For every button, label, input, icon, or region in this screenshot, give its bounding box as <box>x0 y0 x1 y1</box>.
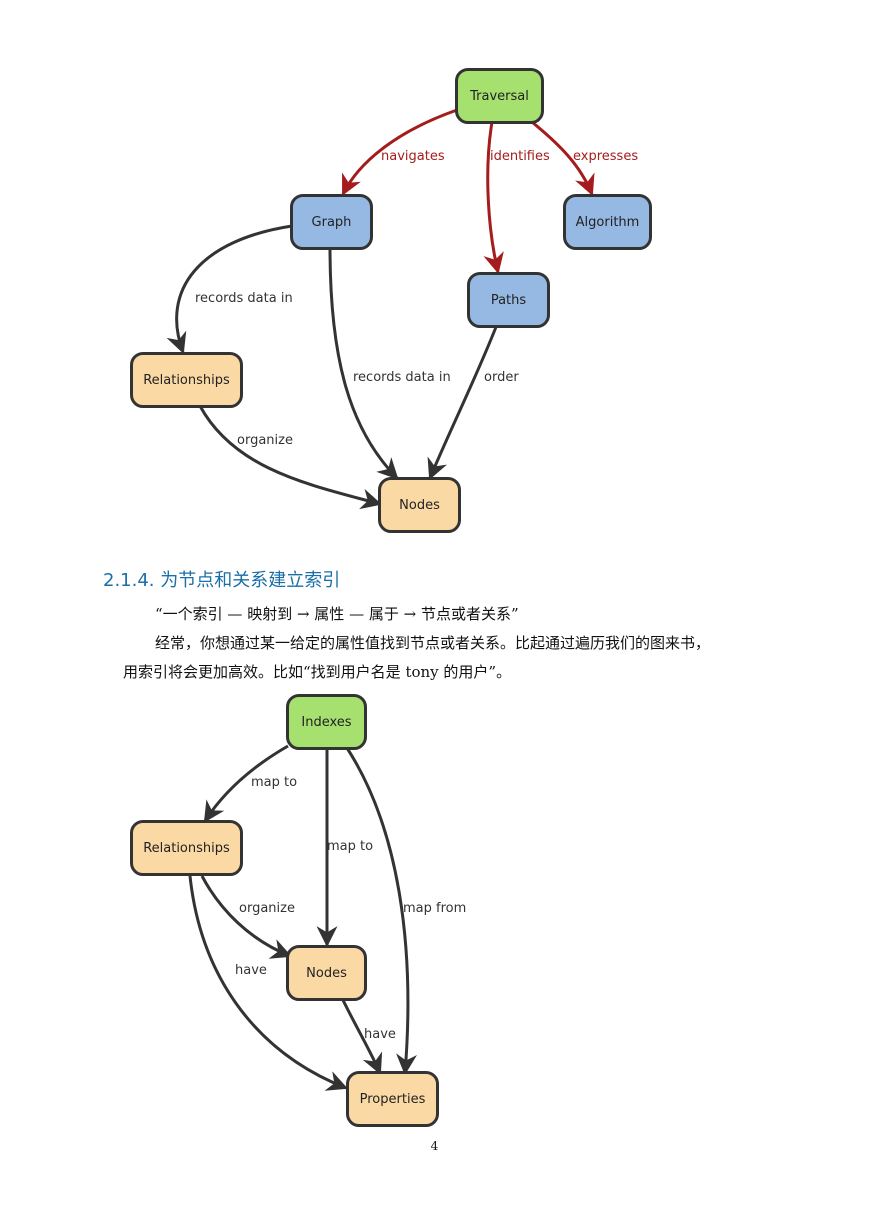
edge-label-graph-relationships: records data in <box>195 291 293 306</box>
edge-label-organize: organize <box>237 433 293 448</box>
edge-label-expresses: expresses <box>573 149 639 164</box>
edge-relationships-nodes-2 <box>200 875 292 959</box>
body-line-2: 用索引将会更加高效。比如“找到用户名是 tony 的用户”。 <box>123 663 512 681</box>
traversal-edges <box>166 108 595 510</box>
indexes-edges <box>188 744 417 1091</box>
node-paths: Paths <box>467 272 550 328</box>
edge-graph-relationships <box>166 224 293 354</box>
edge-label-have-nodes: have <box>364 1027 396 1042</box>
edge-label-identifies: identifies <box>490 149 550 164</box>
node-nodes-2: Nodes <box>286 945 367 1001</box>
edge-identifies <box>483 121 504 275</box>
node-indexes: Indexes <box>286 694 367 750</box>
edge-paths-nodes <box>427 326 498 480</box>
edge-label-organize-2: organize <box>239 901 295 916</box>
edge-label-graph-nodes: records data in <box>353 370 451 385</box>
edge-label-have-rel: have <box>235 963 267 978</box>
edge-navigates <box>341 108 458 196</box>
edge-indexes-properties <box>345 747 417 1076</box>
quote-line: “一个索引 — 映射到 → 属性 — 属于 → 节点或者关系” <box>155 605 519 623</box>
node-relationships-2: Relationships <box>130 820 243 876</box>
edge-label-navigates: navigates <box>381 149 445 164</box>
edge-relationships-properties <box>188 875 348 1091</box>
edge-nodes-properties <box>340 997 383 1075</box>
node-nodes: Nodes <box>378 477 461 533</box>
indexes-diagram: Indexes Relationships Nodes Properties m… <box>0 690 869 1140</box>
edge-label-map-to-rel: map to <box>251 775 298 790</box>
edge-indexes-relationships <box>203 744 289 823</box>
edge-graph-nodes <box>328 247 399 480</box>
node-properties: Properties <box>346 1071 439 1127</box>
node-graph: Graph <box>290 194 373 250</box>
body-line-1: 经常，你想通过某一给定的属性值找到节点或者关系。比起通过遍历我们的图来书， <box>155 634 711 652</box>
node-algorithm: Algorithm <box>563 194 652 250</box>
traversal-diagram: Traversal Graph Algorithm Paths Relation… <box>0 0 869 545</box>
page-number: 4 <box>430 1139 439 1153</box>
edge-expresses <box>531 120 595 196</box>
node-relationships: Relationships <box>130 352 243 408</box>
node-traversal: Traversal <box>455 68 544 124</box>
section-heading: 2.1.4. 为节点和关系建立索引 <box>103 570 341 591</box>
edge-label-order: order <box>484 370 519 385</box>
edge-label-map-from: map from <box>403 901 467 916</box>
edge-label-map-to-nodes: map to <box>327 839 374 854</box>
edge-relationships-nodes <box>198 405 383 510</box>
